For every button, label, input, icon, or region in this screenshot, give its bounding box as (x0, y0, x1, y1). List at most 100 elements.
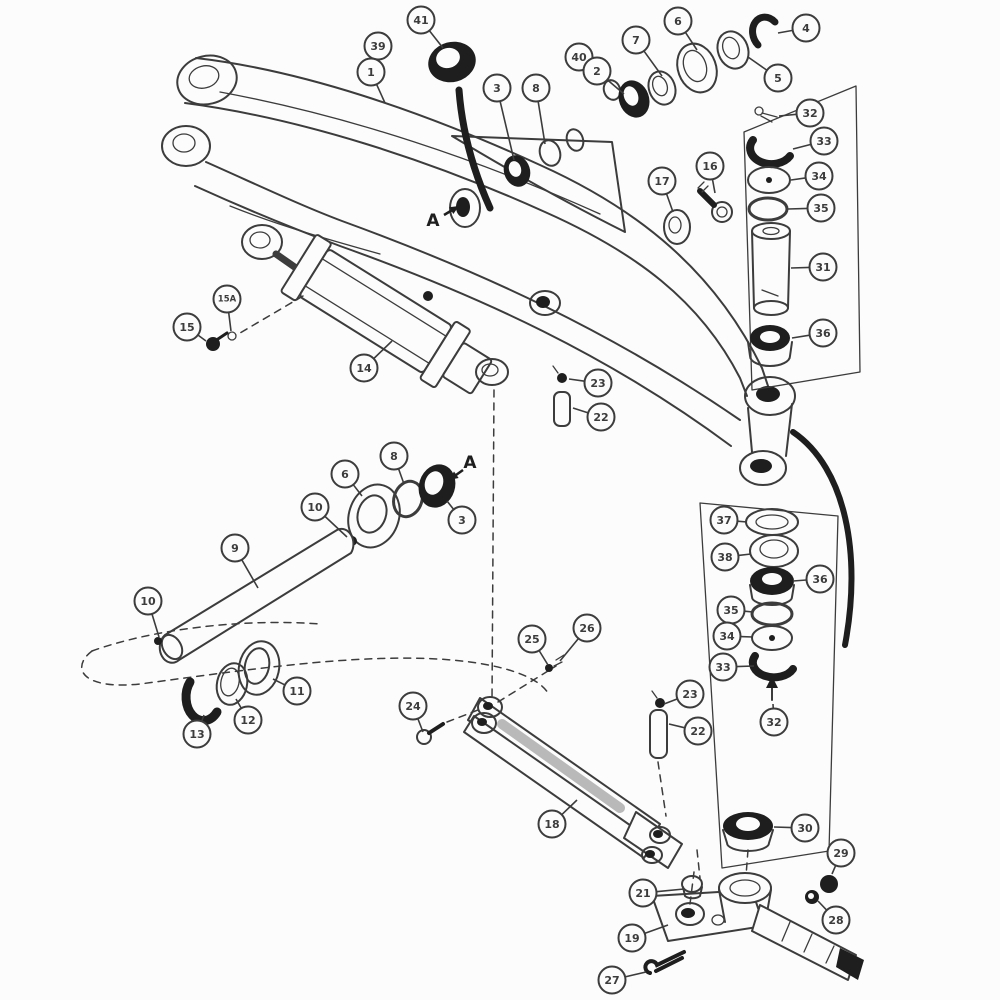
callout-18: 18 (537, 799, 578, 839)
cotter-pin-27 (643, 950, 686, 975)
seal-37 (745, 508, 799, 536)
seal-11 (237, 640, 281, 696)
hydraulic-hoses (455, 86, 855, 648)
callout-number: 40 (571, 51, 587, 64)
callout-balloon-25 (517, 624, 547, 654)
callout-number: 15 (179, 321, 194, 334)
callout-number: 29 (833, 847, 848, 860)
callout-14: 14 (349, 340, 393, 383)
callout-24: 24 (398, 691, 428, 733)
callout-balloon-15 (172, 312, 202, 342)
bolt-24 (416, 729, 432, 745)
callout-3: 3 (482, 73, 515, 161)
view-marker-A: A (426, 204, 460, 231)
callout-13: 13 (182, 714, 212, 749)
callout-balloon-38 (710, 542, 740, 572)
callout-number: 9 (231, 542, 239, 555)
callout-34: 34 (790, 161, 834, 191)
callout-27: 27 (597, 965, 647, 995)
callout-number: 36 (815, 327, 831, 340)
clevis-pin-22 (553, 391, 571, 427)
cotter-pin-23-lower (655, 698, 665, 708)
callout-balloon-3 (482, 73, 512, 103)
cylinder-port (423, 291, 433, 301)
rod-end-eye (241, 224, 283, 260)
callout-34: 34 (712, 621, 754, 651)
o-ring-35 (747, 196, 789, 222)
callout-balloon-10 (133, 586, 163, 616)
callout-number: 16 (702, 160, 718, 173)
tie-rod-link (416, 654, 683, 869)
bolt-and-washer (663, 181, 733, 245)
callout-number: 4 (802, 22, 810, 35)
callout-balloon-19 (617, 923, 647, 953)
callout-6: 6 (663, 6, 698, 51)
callout-31: 31 (790, 252, 838, 282)
lower-kingpin-kit-panel (696, 502, 839, 879)
callout-33: 33 (792, 126, 839, 156)
callout-balloon-32 (759, 707, 789, 737)
view-markers: AA (426, 204, 477, 482)
callout-balloon-29 (826, 838, 856, 868)
upper-kingpin-kit-panel (743, 85, 861, 391)
callout-15A: 15A (212, 284, 242, 332)
callout-26: 26 (559, 613, 602, 662)
callout-number: 6 (341, 468, 349, 481)
pivot-pin-9 (154, 527, 355, 664)
callout-number: 10 (140, 595, 156, 608)
callout-balloon-8 (521, 73, 551, 103)
callout-39: 39 (363, 31, 393, 61)
callout-number: 33 (715, 661, 730, 674)
callout-balloon-27 (597, 965, 627, 995)
callout-balloon-5 (763, 63, 793, 93)
callout-6: 6 (330, 459, 363, 497)
callout-3: 3 (446, 500, 477, 535)
hose-right (790, 429, 855, 648)
callout-balloon-16 (695, 151, 725, 181)
butt-clevis-eye (475, 358, 509, 386)
top-bushing-and-seal-chain (428, 13, 779, 118)
callout-number: 31 (815, 261, 830, 274)
svg-text:A: A (426, 211, 440, 231)
callout-balloon-30 (790, 813, 820, 843)
svg-text:A: A (463, 453, 477, 473)
callout-11: 11 (272, 676, 312, 706)
callout-number: 35 (813, 202, 828, 215)
callout-balloon-4 (791, 13, 821, 43)
callout-number: 2 (593, 65, 601, 78)
callout-number: 6 (674, 15, 682, 28)
callout-number: 36 (812, 573, 828, 586)
callout-10: 10 (300, 492, 348, 538)
callout-balloon-22 (586, 402, 616, 432)
callout-balloon-33 (809, 126, 839, 156)
callout-balloon-23 (675, 679, 705, 709)
callout-balloon-3 (447, 505, 477, 535)
callout-number: 7 (632, 34, 640, 47)
callout-number: 24 (405, 700, 421, 713)
callout-number: 21 (635, 887, 650, 900)
callout-22: 22 (668, 716, 713, 746)
callout-number: 23 (682, 688, 697, 701)
callout-balloon-11 (282, 676, 312, 706)
callout-number: 32 (766, 716, 781, 729)
callout-35: 35 (787, 193, 836, 223)
kingpin-31 (751, 222, 791, 316)
callout-balloon-18 (537, 809, 567, 839)
lower-left-ring-set (181, 640, 281, 726)
callout-36: 36 (792, 564, 835, 594)
callout-number: 35 (723, 604, 738, 617)
bearing-cup-38 (749, 534, 799, 568)
callout-37: 37 (709, 505, 748, 535)
nut-29 (820, 875, 838, 893)
callout-balloon-15A (212, 284, 242, 314)
callout-number: 8 (532, 82, 540, 95)
callout-number: 23 (590, 377, 605, 390)
callout-number: 18 (544, 818, 559, 831)
callout-balloon-37 (709, 505, 739, 535)
callout-balloon-34 (712, 621, 742, 651)
callout-balloon-32 (795, 98, 825, 128)
callout-balloon-9 (220, 533, 250, 563)
